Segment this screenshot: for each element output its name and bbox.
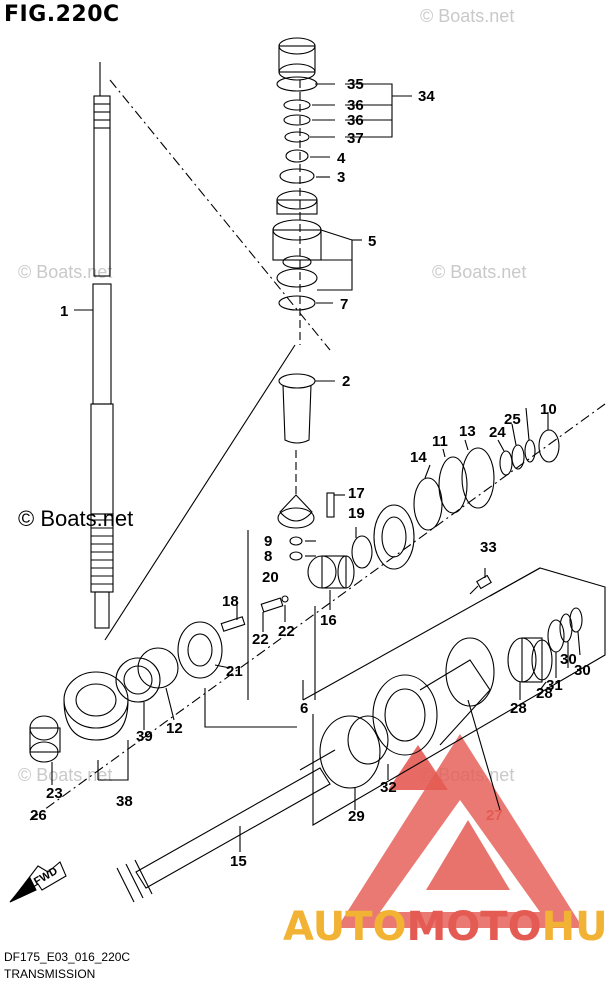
propeller-shaft-housing: [372, 637, 495, 756]
callout-22: 22: [252, 631, 269, 648]
bearing-39: [115, 657, 161, 703]
figure-title: FIG.220C: [4, 2, 120, 27]
callout-39: 39: [136, 728, 153, 745]
watermark-left-dark: © Boats.net: [18, 506, 134, 531]
brand-part-auto: AUTO: [283, 904, 407, 950]
ring-10: [538, 429, 560, 463]
callout-30: 30: [574, 662, 591, 679]
callout-38: 38: [116, 793, 133, 810]
callout-17: 17: [348, 485, 365, 502]
callout-11: 11: [432, 433, 448, 450]
callout-31: 31: [546, 677, 563, 694]
callout-9: 9: [264, 533, 272, 550]
callout-22: 22: [278, 623, 295, 640]
brand-part-hub: HUB: [541, 904, 610, 950]
shim-13: [461, 447, 495, 509]
callout-29: 29: [348, 808, 365, 825]
callout-20: 20: [262, 569, 279, 586]
watermark-left-middle: © Boats.net: [18, 262, 113, 282]
callout-12: 12: [166, 720, 183, 737]
o-ring-32: [347, 715, 389, 765]
callout-32: 32: [380, 779, 397, 796]
driveshaft: [90, 62, 114, 629]
bearing-housing-38: [63, 671, 129, 741]
pin: [326, 492, 335, 518]
callout-4: 4: [337, 150, 346, 167]
washer-8: [289, 551, 303, 561]
figure-code: DF175_E03_016_220C: [4, 950, 131, 964]
callout-27: 27: [486, 807, 503, 824]
shift-push-rod: [220, 616, 246, 632]
ring-12: [137, 647, 179, 689]
callout-25: 25: [504, 411, 521, 428]
figure-name: TRANSMISSION: [4, 967, 96, 981]
callout-37: 37: [347, 130, 364, 147]
reverse-gear: [177, 621, 223, 679]
callout-2: 2: [342, 373, 350, 390]
callout-36: 36: [347, 112, 364, 129]
callout-28: 28: [536, 685, 553, 702]
callout-13: 13: [459, 423, 476, 440]
callout-1: 1: [60, 303, 68, 320]
ring-25: [511, 444, 525, 470]
callout-14: 14: [410, 449, 427, 466]
forward-gear: [373, 504, 415, 570]
fwd-arrow-icon: [9, 861, 67, 903]
clutch-dog: [307, 555, 355, 589]
brand-watermark: AUTOMOTOHUB: [283, 904, 610, 950]
watermark-left-bottom: © Boats.net: [18, 765, 113, 785]
washer-9: [289, 536, 303, 546]
callout-18: 18: [222, 593, 239, 610]
callout-33: 33: [480, 539, 497, 556]
bearing-28: [507, 637, 553, 683]
callout-36: 36: [347, 97, 364, 114]
o-ring-29: [319, 715, 381, 789]
callout-28: 28: [510, 700, 527, 717]
callout-21: 21: [226, 663, 243, 680]
callout-26: 26: [30, 807, 47, 824]
callout-15: 15: [230, 853, 247, 870]
callout-10: 10: [540, 401, 557, 418]
pinion-nut-stack: [272, 37, 322, 311]
bushing-23: [29, 715, 61, 763]
thrust-washer: [351, 535, 373, 569]
callout-30: 30: [560, 651, 577, 668]
callout-23: 23: [46, 785, 63, 802]
callout-6: 6: [300, 700, 308, 717]
callout-35: 35: [347, 76, 364, 93]
pinion-gear: [277, 494, 315, 529]
bushing: [278, 373, 316, 444]
automotohub-logo: [337, 734, 583, 928]
callout-8: 8: [264, 548, 272, 565]
callout-19: 19: [348, 505, 365, 522]
propeller-shaft: [116, 749, 336, 903]
ring-24: [499, 450, 513, 476]
callout-7: 7: [340, 296, 348, 313]
seal-30b: [569, 607, 583, 633]
callout-3: 3: [337, 169, 345, 186]
callout-34: 34: [418, 88, 435, 105]
callout-16: 16: [320, 612, 337, 629]
callout-24: 24: [489, 424, 506, 441]
callout-5: 5: [368, 233, 376, 250]
ring-26: [524, 439, 536, 463]
watermark-top-right: © Boats.net: [420, 6, 515, 26]
bearing-14: [413, 477, 443, 531]
brand-part-moto: MOTO: [406, 904, 542, 950]
watermark-right-middle: © Boats.net: [432, 262, 527, 282]
shim-11: [438, 456, 468, 514]
bolt: [469, 574, 492, 595]
